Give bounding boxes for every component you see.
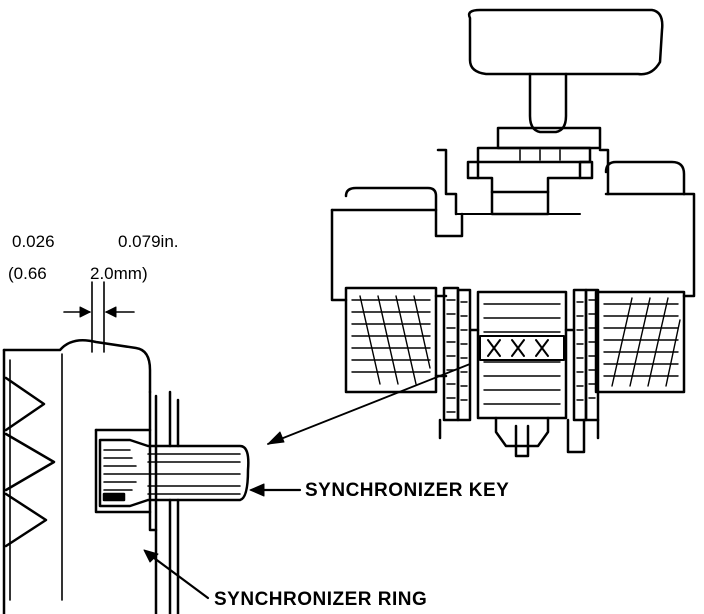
synchro-hub — [442, 286, 600, 422]
synchronizer-key-profile — [98, 438, 250, 508]
clearance-min-inch: 0.026 — [12, 232, 55, 251]
clearance-dimension — [63, 281, 135, 353]
clearance-min-mm: (0.66 — [8, 264, 47, 283]
ring-callout-arrowhead — [143, 549, 159, 563]
sleeve-top — [436, 148, 610, 216]
key-callout-arrowhead — [249, 483, 265, 497]
right-gear-teeth — [594, 290, 686, 394]
hub-lower — [438, 416, 600, 458]
synchronizer-key-label: SYNCHRONIZER KEY — [305, 480, 510, 501]
shift-fork-head — [467, 8, 664, 134]
clearance-max-inch: 0.079in. — [118, 232, 179, 251]
gear-profile-left — [2, 339, 152, 614]
shift-fork-arm — [466, 126, 602, 180]
detail-leader-arrowhead — [267, 431, 285, 445]
detail-leader-line — [267, 363, 471, 445]
synchronizer-ring-profile — [94, 390, 180, 614]
clearance-max-mm: 2.0mm) — [90, 264, 148, 283]
gear-bodies-upper — [330, 160, 696, 302]
synchronizer-ring-label: SYNCHRONIZER RING — [214, 589, 428, 610]
left-gear-teeth — [344, 286, 448, 394]
ring-callout-leader — [144, 550, 210, 600]
